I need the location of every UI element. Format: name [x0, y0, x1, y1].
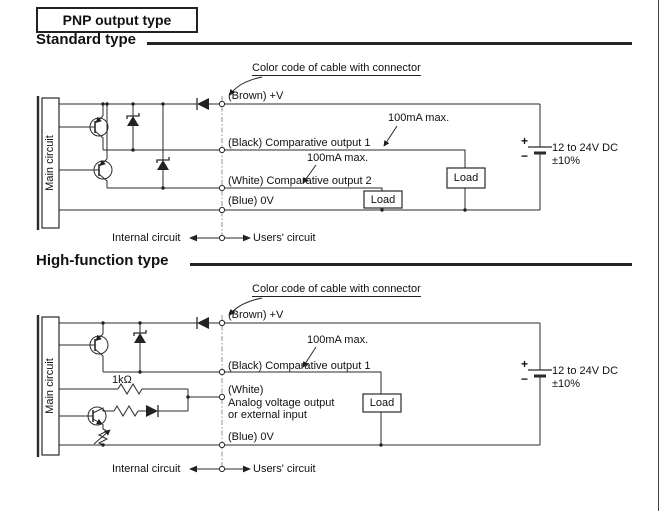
resistor-icon — [113, 405, 139, 417]
pnp-transistor-icon — [59, 323, 109, 372]
battery-icon — [528, 146, 552, 155]
main-circuit-label: Main circuit — [44, 358, 56, 414]
page-title: PNP output type — [36, 7, 198, 33]
main-circuit-box — [36, 315, 60, 457]
main-circuit-label: Main circuit — [44, 135, 56, 191]
trimmer-resistor-icon — [93, 428, 111, 446]
diode-icon — [138, 405, 188, 417]
current-limit-label: 100mA max. — [307, 152, 369, 164]
section-heading: High-function type — [36, 252, 169, 269]
zener-diode-icon — [126, 113, 170, 170]
users-circuit-label: Users' circuit — [253, 463, 316, 475]
wire-label-blue: (Blue) 0V — [228, 431, 274, 443]
connector-terminal-icon — [218, 100, 226, 214]
diode-icon — [196, 317, 209, 329]
zener-diode-icon — [133, 330, 147, 343]
battery-icon — [528, 369, 552, 378]
load-box — [363, 190, 403, 209]
current-limit-label: 100mA max. — [307, 334, 369, 346]
supply-plus-sign: + — [521, 357, 529, 371]
resistor-icon — [117, 383, 143, 395]
heading-rule — [190, 263, 632, 266]
supply-plus-sign: + — [521, 134, 529, 148]
section-heading: Standard type — [36, 31, 137, 48]
wire-label-brown: (Brown) +V — [228, 309, 284, 321]
current-limit-label: 100mA max. — [388, 112, 450, 124]
wires — [59, 322, 541, 446]
junction-dots — [101, 102, 467, 212]
wire-desc-analog-2: or external input — [228, 409, 307, 421]
junction-dots — [101, 321, 383, 447]
wire-label-blue: (Blue) 0V — [228, 195, 274, 207]
internal-circuit-label: Internal circuit — [112, 463, 181, 475]
color-code-note: Color code of cable with connector — [252, 62, 421, 76]
page-border-line — [658, 0, 659, 511]
wire-label-white: (White) Comparative output 2 — [228, 175, 372, 187]
leader-arrow — [229, 297, 317, 368]
standard-circuit — [36, 76, 552, 242]
pnp-transistor-icon — [59, 104, 113, 188]
users-circuit-label: Users' circuit — [253, 232, 316, 244]
main-circuit-box — [36, 96, 60, 230]
color-code-note: Color code of cable with connector — [252, 283, 421, 297]
high-function-circuit — [36, 297, 552, 473]
leader-arrow — [229, 76, 398, 184]
supply-voltage-label: 12 to 24V DC — [552, 365, 619, 377]
supply-tolerance-label: ±10% — [552, 155, 581, 167]
wire-desc-analog-1: Analog voltage output — [228, 397, 335, 409]
wire-label-black: (Black) Comparative output 1 — [228, 137, 371, 149]
load-box — [362, 393, 402, 413]
load-label: Load — [370, 194, 396, 206]
connector-terminal-icon — [218, 319, 226, 449]
wire-label-white: (White) — [228, 384, 264, 396]
supply-tolerance-label: ±10% — [552, 378, 581, 390]
boundary-arrow-icon — [189, 465, 251, 473]
load-box — [446, 167, 486, 189]
pnp-transistor-icon — [59, 104, 109, 150]
resistor-value-label: 1kΩ — [112, 374, 132, 386]
boundary-arrow-icon — [189, 234, 251, 242]
internal-circuit-label: Internal circuit — [112, 232, 181, 244]
supply-minus-sign: − — [521, 149, 529, 163]
diode-icon — [196, 98, 209, 110]
wire-label-brown: (Brown) +V — [228, 90, 284, 102]
heading-rule — [147, 42, 632, 45]
supply-voltage-label: 12 to 24V DC — [552, 142, 619, 154]
supply-minus-sign: − — [521, 372, 529, 386]
transistor-icon — [59, 406, 114, 429]
load-label: Load — [453, 172, 479, 184]
wire-label-black: (Black) Comparative output 1 — [228, 360, 371, 372]
load-label: Load — [369, 397, 395, 409]
